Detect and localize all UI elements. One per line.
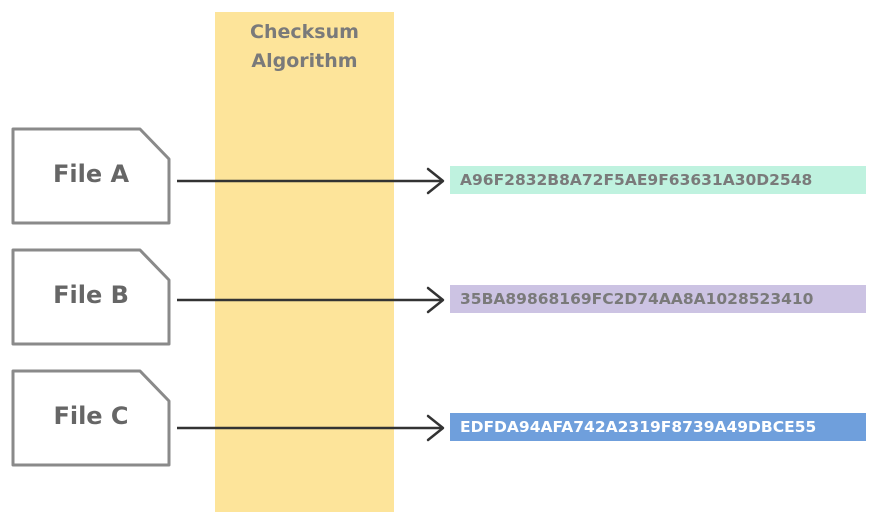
file-c-label: File C: [53, 402, 129, 430]
file-c-document-icon: [11, 369, 171, 467]
algorithm-label-line-1: Checksum: [250, 21, 359, 43]
checksum-algorithm-label: Checksum Algorithm: [215, 18, 394, 76]
file-b-hash: 35BA89868169FC2D74AA8A1028523410: [450, 285, 866, 313]
file-a-hash: A96F2832B8A72F5AE9F63631A30D2548: [450, 166, 866, 194]
file-c-hash: EDFDA94AFA742A2319F8739A49DBCE55: [450, 413, 866, 441]
file-b-label: File B: [53, 281, 129, 309]
file-a-document-icon: [11, 127, 171, 225]
file-a-arrow: [177, 167, 445, 195]
file-b-arrow: [177, 286, 445, 314]
file-a-label: File A: [52, 160, 130, 188]
file-c-arrow: [177, 414, 445, 442]
algorithm-label-line-2: Algorithm: [251, 50, 358, 72]
file-b-document-icon: [11, 248, 171, 346]
